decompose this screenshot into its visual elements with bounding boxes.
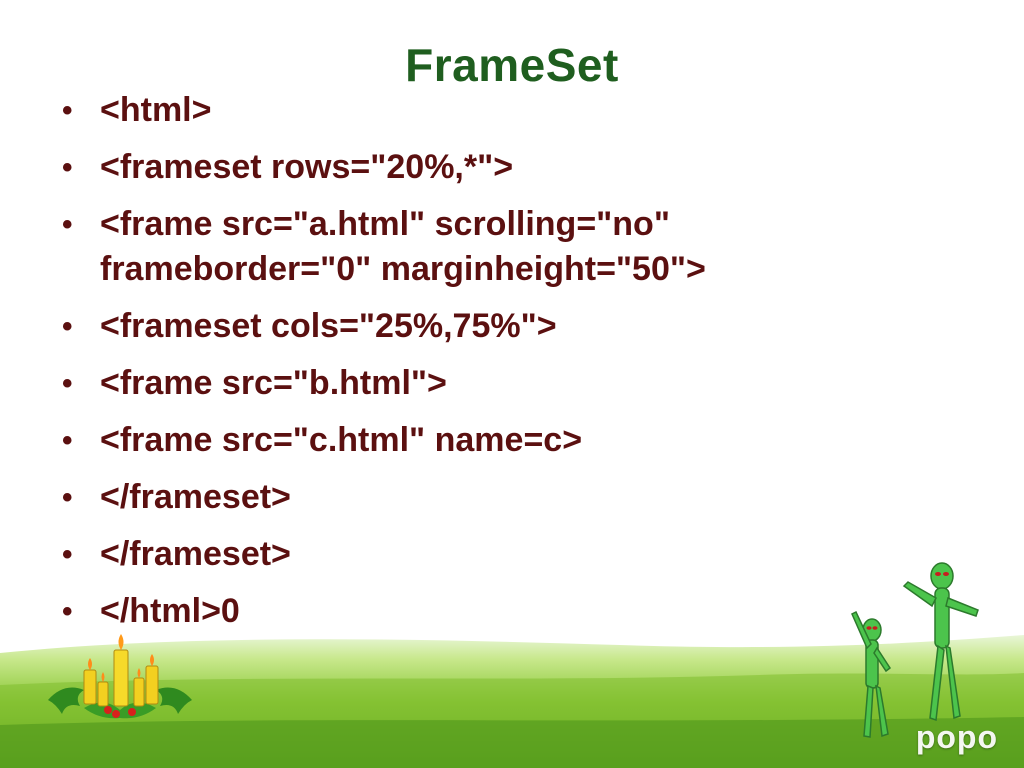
bullet-text: <frameset rows="20%,*">	[100, 148, 514, 186]
slide-title: FrameSet	[405, 39, 619, 91]
grass-background	[0, 635, 1024, 768]
bullet-item: • <frame src="a.html" scrolling="no" fram…	[60, 202, 940, 292]
bullet-item: • <html>	[60, 88, 940, 133]
alien-figures-icon	[851, 562, 979, 738]
bullet-text: <html>	[100, 91, 212, 129]
popo-logo: popo	[915, 719, 998, 755]
bullet-text: <frame src="c.html" name=c>	[100, 421, 583, 459]
bullet-item: • <frameset cols="25%,75%">	[60, 304, 940, 349]
bullet-list: • <html> • <frameset rows="20%,*"> • <frame…	[60, 88, 940, 646]
bullet-dot-icon: •	[62, 481, 73, 514]
bullet-item: • </html>0	[60, 589, 940, 634]
bullet-text: <frame src="a.html" scrolling="no" frame…	[100, 205, 706, 288]
bullet-dot-icon: •	[62, 595, 73, 628]
candles-decoration-icon	[48, 634, 192, 719]
bullet-dot-icon: •	[62, 538, 73, 571]
bullet-item: • </frameset>	[60, 532, 940, 577]
bullet-text: <frameset cols="25%,75%">	[100, 307, 557, 345]
bullet-text: </frameset>	[100, 478, 291, 516]
bullet-dot-icon: •	[62, 208, 73, 241]
bullet-text: </html>0	[100, 592, 240, 630]
bullet-dot-icon: •	[62, 94, 73, 127]
bullet-dot-icon: •	[62, 367, 73, 400]
bullet-dot-icon: •	[62, 310, 73, 343]
bullet-text: <frame src="b.html">	[100, 364, 447, 402]
bullet-dot-icon: •	[62, 151, 73, 184]
bullet-dot-icon: •	[62, 424, 73, 457]
bullet-text: </frameset>	[100, 535, 291, 573]
bullet-item: • <frameset rows="20%,*">	[60, 145, 940, 190]
bullet-item: • </frameset>	[60, 475, 940, 520]
bullet-item: • <frame src="c.html" name=c>	[60, 418, 940, 463]
bullet-item: • <frame src="b.html">	[60, 361, 940, 406]
